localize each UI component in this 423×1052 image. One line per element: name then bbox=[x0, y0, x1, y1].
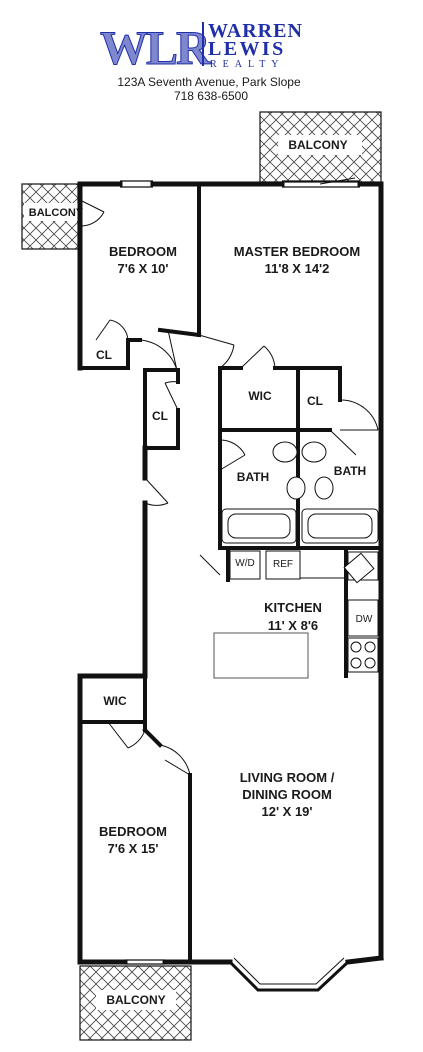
ref-label: REF bbox=[273, 559, 293, 570]
logo-mark: WLR bbox=[100, 22, 212, 75]
bath1-label: BATH bbox=[237, 470, 269, 484]
master-name: MASTER BEDROOM bbox=[234, 244, 360, 259]
address-text: 123A Seventh Avenue, Park Slope bbox=[117, 75, 301, 89]
living-line2: DINING ROOM bbox=[242, 787, 332, 802]
wic1-label: WIC bbox=[248, 389, 272, 403]
bay-window bbox=[228, 957, 350, 992]
living-line1: LIVING ROOM / bbox=[240, 770, 335, 785]
kitchen-name: KITCHEN bbox=[264, 600, 322, 615]
kitchen-fixtures bbox=[213, 550, 379, 679]
master-size: 11'8 X 14'2 bbox=[265, 261, 330, 276]
balcony-bottom-label: BALCONY bbox=[106, 993, 165, 1007]
phone-text: 718 638-6500 bbox=[174, 89, 248, 103]
header-logo: WLR WARREN LEWIS REALTY bbox=[100, 20, 303, 76]
cl1-label: CL bbox=[96, 348, 112, 362]
washer-dryer bbox=[229, 550, 261, 580]
wd-label: W/D bbox=[235, 558, 254, 569]
door-swings bbox=[79, 177, 379, 776]
bath-fixtures bbox=[221, 441, 379, 544]
sink-basin bbox=[343, 552, 375, 584]
kitchen-island bbox=[213, 632, 309, 679]
bedroom2-size: 7'6 X 15' bbox=[108, 841, 159, 856]
windows bbox=[120, 180, 360, 965]
balcony-left-label-bg bbox=[24, 203, 88, 221]
dw-label: DW bbox=[356, 614, 373, 625]
refrigerator bbox=[265, 550, 301, 580]
cl3-label: CL bbox=[307, 394, 323, 408]
kitchen-size: 11' X 8'6 bbox=[268, 618, 318, 633]
balcony-top-label: BALCONY bbox=[288, 138, 347, 152]
balcony-bottom-label-bg bbox=[96, 990, 176, 1010]
dishwasher bbox=[347, 599, 379, 637]
brand-line-1: WARREN bbox=[208, 20, 303, 42]
balcony-top-label-bg bbox=[278, 135, 362, 155]
bedroom2-name: BEDROOM bbox=[99, 824, 167, 839]
living-size: 12' X 19' bbox=[262, 804, 313, 819]
brand-line-2: LEWIS bbox=[208, 38, 286, 60]
interior-walls bbox=[78, 182, 383, 964]
cl2-label: CL bbox=[152, 409, 168, 423]
bath2-label: BATH bbox=[334, 464, 366, 478]
wic2-label: WIC bbox=[103, 694, 127, 708]
brand-line-3: REALTY bbox=[210, 59, 285, 70]
balcony-left-label: BALCONY bbox=[29, 207, 84, 219]
bedroom1-size: 7'6 X 10' bbox=[118, 261, 169, 276]
bedroom1-name: BEDROOM bbox=[109, 244, 177, 259]
